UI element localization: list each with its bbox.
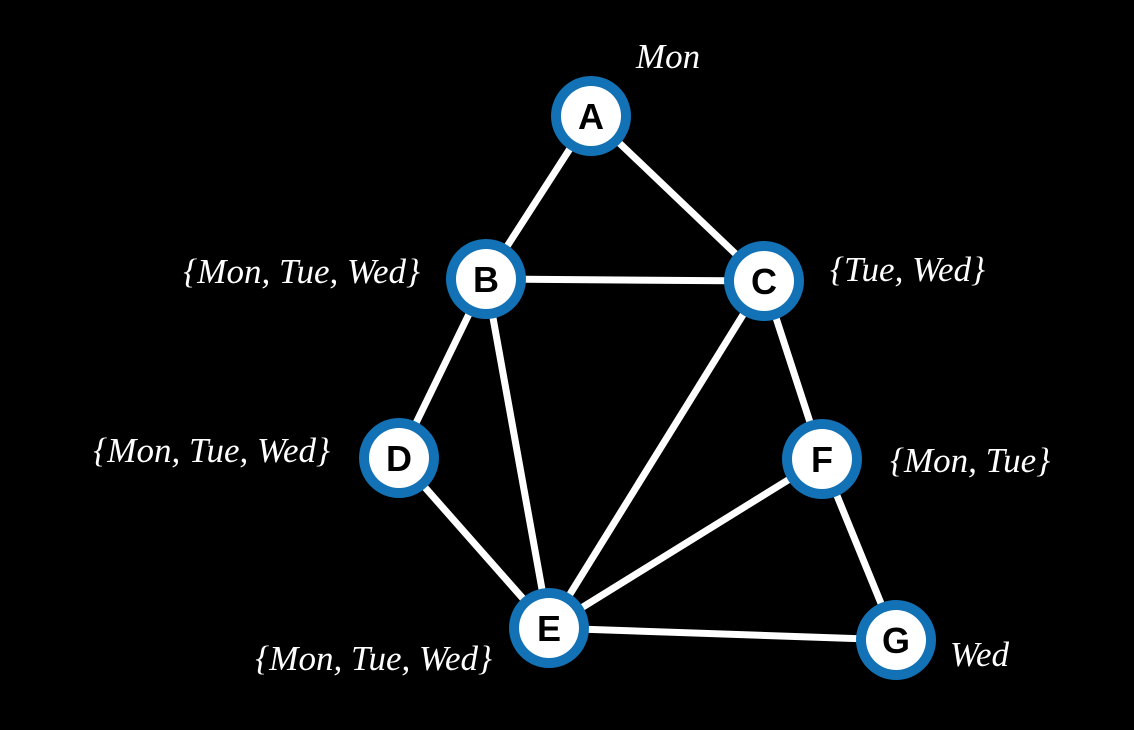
edge-B-C [482, 275, 768, 285]
node-A-fill [561, 86, 621, 146]
node-E-letter: E [537, 608, 561, 649]
node-D-fill [369, 428, 429, 488]
node-C-domain-label: {Tue, Wed} [830, 250, 985, 289]
node-B-domain-label: {Mon, Tue, Wed} [183, 252, 420, 291]
node-C: C [724, 241, 804, 321]
node-D-letter: D [386, 438, 412, 479]
node-E: E [509, 588, 589, 668]
node-G: G [856, 600, 936, 680]
node-C-fill [734, 251, 794, 311]
node-D: D [359, 418, 439, 498]
node-B-fill [456, 249, 516, 309]
node-F-fill [792, 429, 852, 489]
node-B-letter: B [473, 259, 499, 300]
node-E-domain-label: {Mon, Tue, Wed} [255, 639, 492, 678]
node-C-letter: C [751, 261, 777, 302]
node-E-fill [519, 598, 579, 658]
edge-E-G [545, 624, 900, 644]
edge-B-E [482, 275, 553, 632]
node-G-fill [866, 610, 926, 670]
node-B: B [446, 239, 526, 319]
node-G-domain-label: Wed [950, 635, 1009, 674]
node-D-domain-label: {Mon, Tue, Wed} [93, 431, 330, 470]
node-F-domain-label: {Mon, Tue} [890, 441, 1050, 480]
edge-C-E [545, 277, 768, 632]
node-A-domain-label: Mon [635, 37, 700, 76]
edge-E-F [545, 455, 826, 632]
node-F: F [782, 419, 862, 499]
node-G-letter: G [882, 620, 910, 661]
node-F-letter: F [811, 439, 833, 480]
node-A: A [551, 76, 631, 156]
node-A-letter: A [578, 96, 604, 137]
